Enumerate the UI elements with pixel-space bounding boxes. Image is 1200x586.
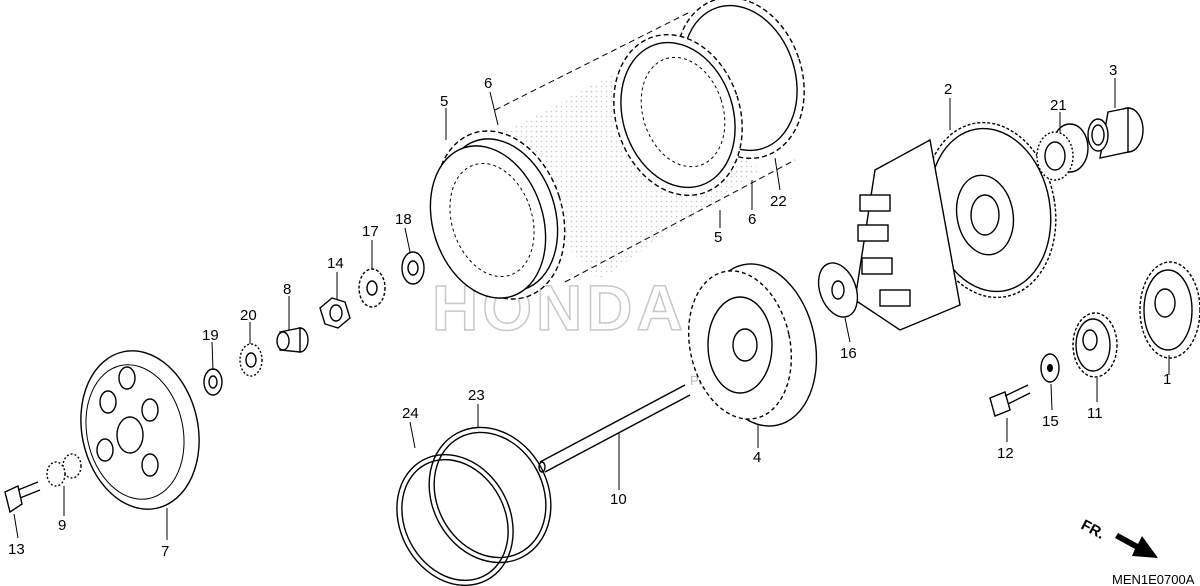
callout-1: 1 [1163, 371, 1171, 388]
bearing-20 [239, 343, 263, 377]
o-ring-24 [396, 453, 514, 586]
callout-4: 4 [753, 449, 761, 466]
callout-10: 10 [610, 491, 627, 508]
pressure-plate [80, 350, 200, 510]
clutch-center-hub [687, 263, 818, 427]
callout-12: 12 [997, 445, 1014, 462]
callout-6b: 6 [748, 211, 756, 228]
callout-5b: 5 [714, 229, 722, 246]
callout-16: 16 [840, 345, 857, 362]
callout-18: 18 [395, 211, 412, 228]
callout-19: 19 [202, 327, 219, 344]
primary-gear [1139, 261, 1200, 359]
callout-13: 13 [8, 541, 25, 558]
thrust-washer [817, 262, 859, 318]
callout-8: 8 [283, 281, 291, 298]
needle-bearing [1036, 123, 1089, 181]
callout-7: 7 [161, 543, 169, 560]
collar-bushing [1087, 107, 1144, 159]
front-label: FR. [1078, 517, 1107, 543]
washer-15 [1040, 353, 1060, 383]
callout-6a: 6 [484, 75, 492, 92]
bolt-12 [989, 384, 1031, 417]
callout-21: 21 [1050, 97, 1067, 114]
spring-washer-17 [358, 268, 386, 308]
front-arrow-icon [1115, 533, 1158, 558]
washer-19 [203, 368, 223, 396]
callout-2: 2 [944, 81, 952, 98]
callout-3: 3 [1109, 62, 1117, 79]
diagram-code: MEN1E0700A [1112, 572, 1195, 586]
alignment-lines [494, 11, 796, 283]
callout-22: 22 [770, 193, 787, 210]
lifter-rod [538, 384, 691, 473]
callout-15: 15 [1042, 413, 1059, 430]
callout-17: 17 [362, 223, 379, 240]
lifter-piece-8 [276, 327, 309, 353]
front-direction-indicator: FR. [1078, 517, 1158, 558]
bolt-13 [4, 481, 41, 514]
callout-20: 20 [240, 307, 257, 324]
oil-pump-gear [1072, 312, 1118, 378]
callout-24: 24 [402, 405, 419, 422]
callout-11: 11 [1087, 405, 1103, 422]
callout-9: 9 [58, 517, 66, 534]
leader-lines [13, 78, 1170, 540]
o-ring-23 [428, 426, 552, 564]
callout-5a: 5 [440, 93, 448, 110]
clutch-plates-front [429, 130, 566, 300]
callout-14: 14 [327, 255, 344, 272]
callout-labels: 1 2 3 4 5 5 6 6 7 8 9 10 11 12 13 14 15 … [8, 62, 1171, 560]
clutch-spring-9 [46, 453, 82, 487]
clutch-plates-back [613, 0, 805, 197]
clutch-outer-housing [854, 121, 1057, 331]
lock-nut-14 [319, 297, 351, 329]
callout-23: 23 [468, 387, 485, 404]
washer-18 [401, 251, 425, 285]
